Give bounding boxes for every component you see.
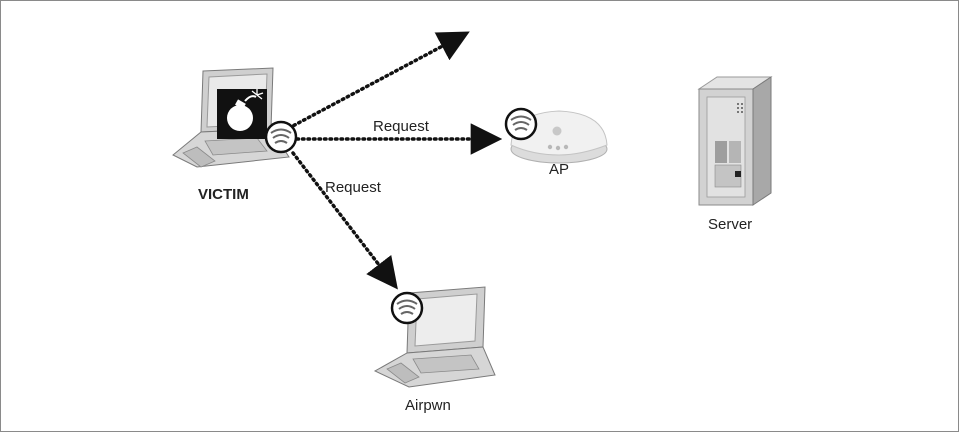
connection-victim-to-top [287,31,470,130]
victim-wifi-icon [264,120,298,154]
connection-victim-to-airpwn [291,151,398,290]
ap-wifi-icon [504,107,538,141]
request-label-ap: Request [373,118,429,135]
airpwn-laptop-icon [373,286,496,388]
victim-label: VICTIM [198,186,249,203]
bomb-icon [217,89,267,139]
airpwn-label: Airpwn [405,397,451,414]
server-label: Server [708,216,753,233]
server-icon [697,76,773,206]
airpwn-wifi-icon [390,291,424,325]
ap-label: AP [549,161,570,178]
request-label-airpwn: Request [325,179,381,196]
